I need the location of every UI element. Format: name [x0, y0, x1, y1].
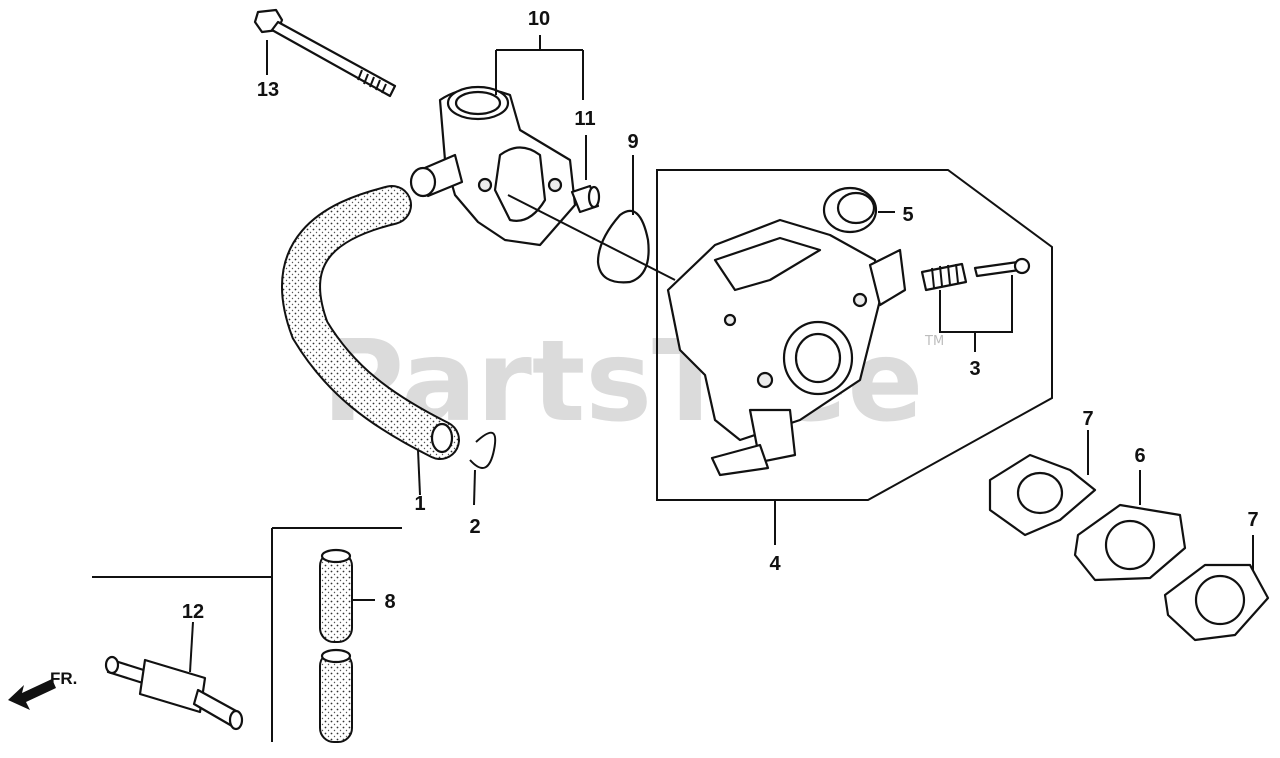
bolt-13[interactable]: [253, 8, 397, 98]
watermark-trademark: TM: [924, 334, 944, 349]
fuel-filter-12[interactable]: [104, 655, 244, 731]
leader-lines: [189, 35, 1254, 673]
carb-elbow-10[interactable]: [409, 85, 577, 247]
callout-7-upper[interactable]: 7: [1082, 408, 1093, 430]
callout-11[interactable]: 11: [574, 108, 595, 130]
hose-8[interactable]: [319, 548, 353, 743]
callout-9[interactable]: 9: [627, 131, 638, 153]
fuel-hose-1[interactable]: [281, 185, 460, 460]
callout-4[interactable]: 4: [769, 553, 781, 575]
insulator-6[interactable]: [1073, 503, 1187, 582]
section-divider: [92, 527, 402, 742]
callout-1[interactable]: 1: [414, 493, 425, 515]
callout-12[interactable]: 12: [182, 601, 204, 623]
callouts: 10 11 9 13 5 3 7 6 7 1 2 4 8 12: [182, 8, 1259, 623]
front-direction-label: FR.: [50, 669, 77, 688]
gasket-7-upper[interactable]: [988, 453, 1097, 537]
callout-3[interactable]: 3: [969, 358, 980, 380]
dowel-pin-11[interactable]: [570, 184, 601, 214]
front-direction-arrow: FR.: [8, 669, 77, 710]
callout-8[interactable]: 8: [384, 591, 395, 613]
callout-7-lower[interactable]: 7: [1247, 509, 1258, 531]
gasket-7-lower[interactable]: [1163, 563, 1270, 642]
callout-5[interactable]: 5: [902, 204, 913, 226]
callout-13[interactable]: 13: [257, 79, 279, 101]
callout-10[interactable]: 10: [528, 8, 550, 30]
hose-clip-2[interactable]: [469, 431, 497, 469]
callout-6[interactable]: 6: [1134, 445, 1145, 467]
spring-screw-3[interactable]: [920, 257, 1031, 292]
o-ring-9[interactable]: [596, 209, 650, 284]
carburetor-4[interactable]: [666, 218, 907, 477]
callout-2[interactable]: 2: [469, 516, 480, 538]
carburetor-assembly-box: [656, 169, 1053, 501]
cap-5[interactable]: [822, 186, 878, 234]
